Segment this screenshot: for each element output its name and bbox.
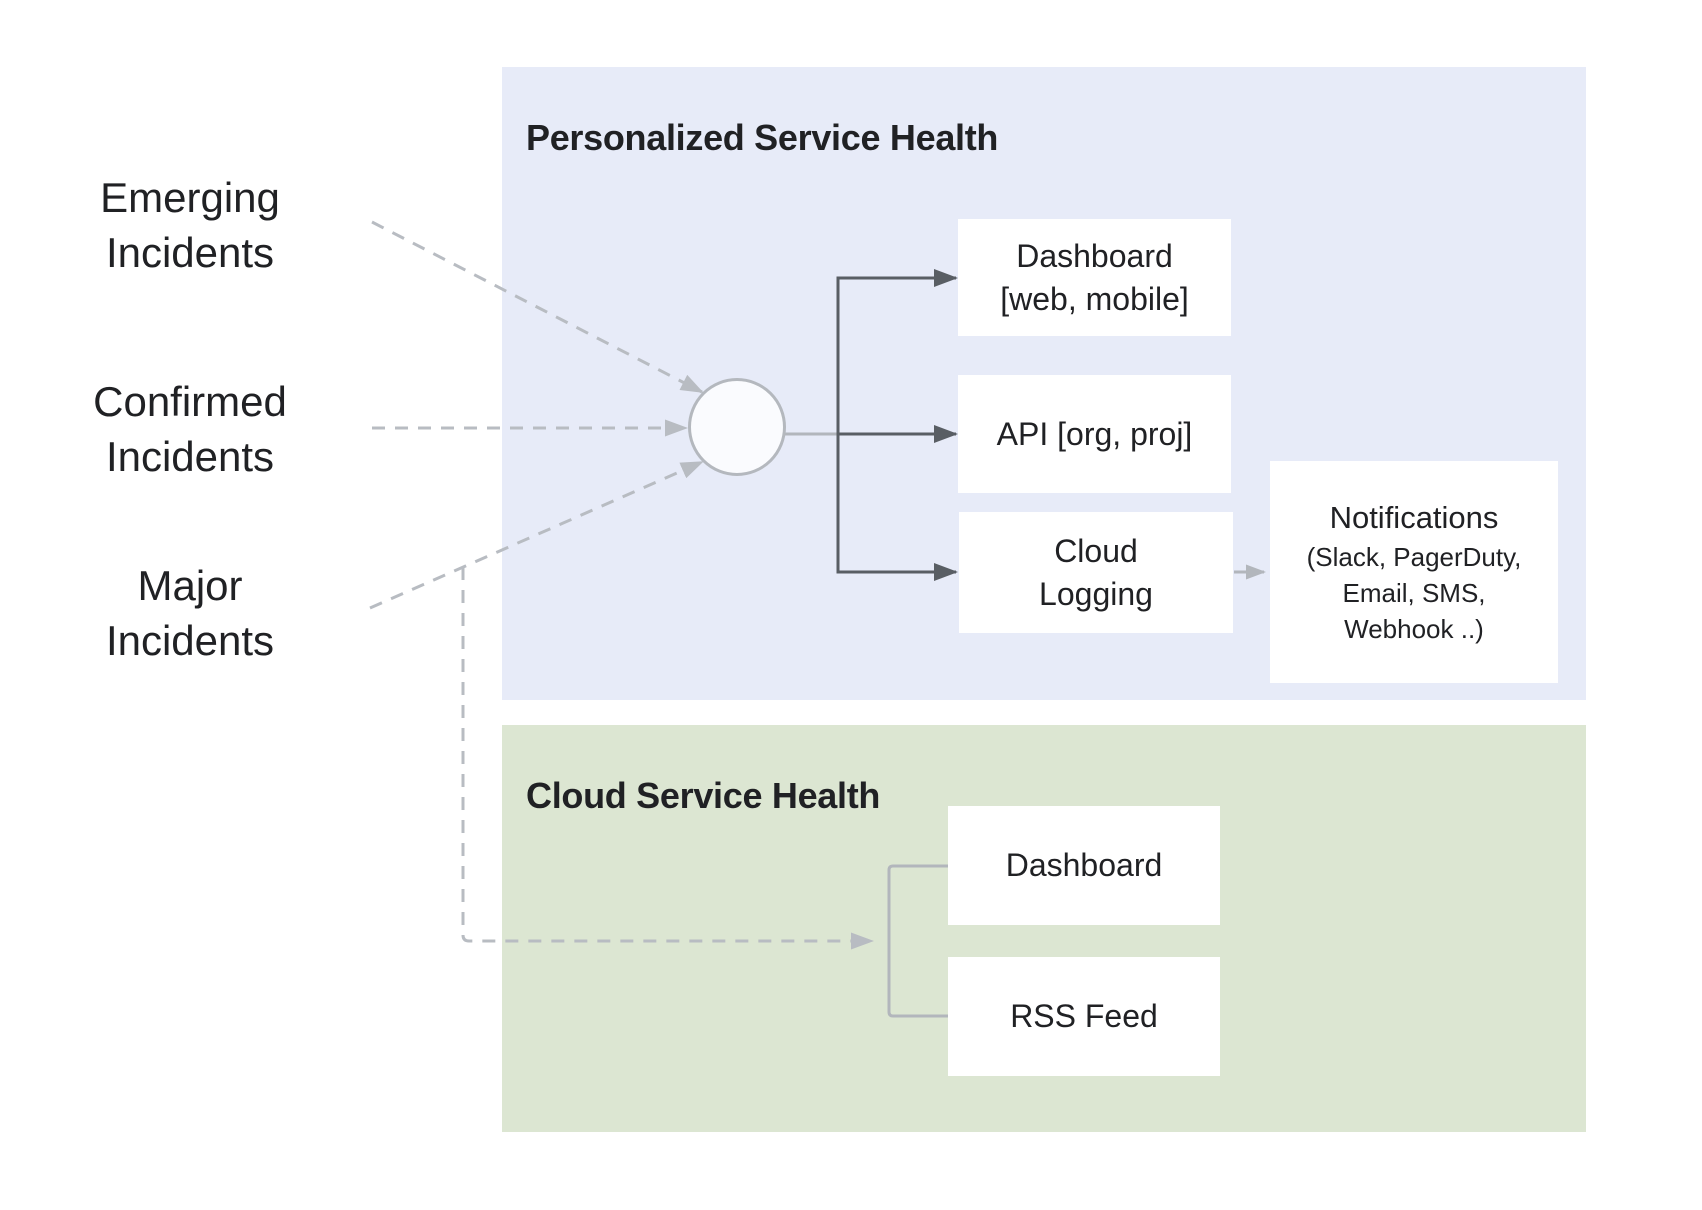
notifications-detail-line: Webhook ..) — [1344, 614, 1484, 644]
node-api-org-proj: API [org, proj] — [958, 375, 1231, 493]
label-line: Confirmed — [93, 378, 287, 425]
label-confirmed-incidents: Confirmed Incidents — [30, 374, 350, 484]
label-line: Incidents — [105, 433, 275, 480]
label-line: Emerging — [100, 174, 280, 221]
notifications-detail-line: Email, SMS, — [1342, 578, 1486, 608]
label-line: Incidents — [105, 229, 275, 276]
node-notifications: Notifications (Slack, PagerDuty, Email, … — [1270, 461, 1558, 683]
node-label-line: Dashboard — [1016, 237, 1173, 274]
node-label-line: Dashboard — [1005, 847, 1163, 883]
node-label-line: Logging — [1039, 575, 1153, 612]
cloud-panel-title: Cloud Service Health — [526, 774, 881, 816]
personalized-panel-title: Personalized Service Health — [526, 116, 999, 158]
notifications-heading: Notifications — [1329, 500, 1499, 535]
node-label-line: Cloud — [1054, 532, 1138, 569]
node-cloud-logging: Cloud Logging — [959, 512, 1233, 633]
node-label-line: RSS Feed — [1010, 998, 1158, 1034]
node-label-line: [web, mobile] — [1000, 280, 1189, 317]
node-label-line: API [org, proj] — [996, 415, 1193, 452]
notifications-detail-line: (Slack, PagerDuty, — [1306, 542, 1522, 572]
node-dashboard-web-mobile: Dashboard [web, mobile] — [958, 219, 1231, 336]
label-line: Incidents — [105, 617, 275, 664]
merge-node-circle — [688, 378, 786, 476]
label-major-incidents: Major Incidents — [30, 558, 350, 668]
node-cloud-dashboard: Dashboard — [948, 806, 1220, 925]
label-line: Major — [137, 562, 243, 609]
node-rss-feed: RSS Feed — [948, 957, 1220, 1076]
label-emerging-incidents: Emerging Incidents — [30, 170, 350, 280]
